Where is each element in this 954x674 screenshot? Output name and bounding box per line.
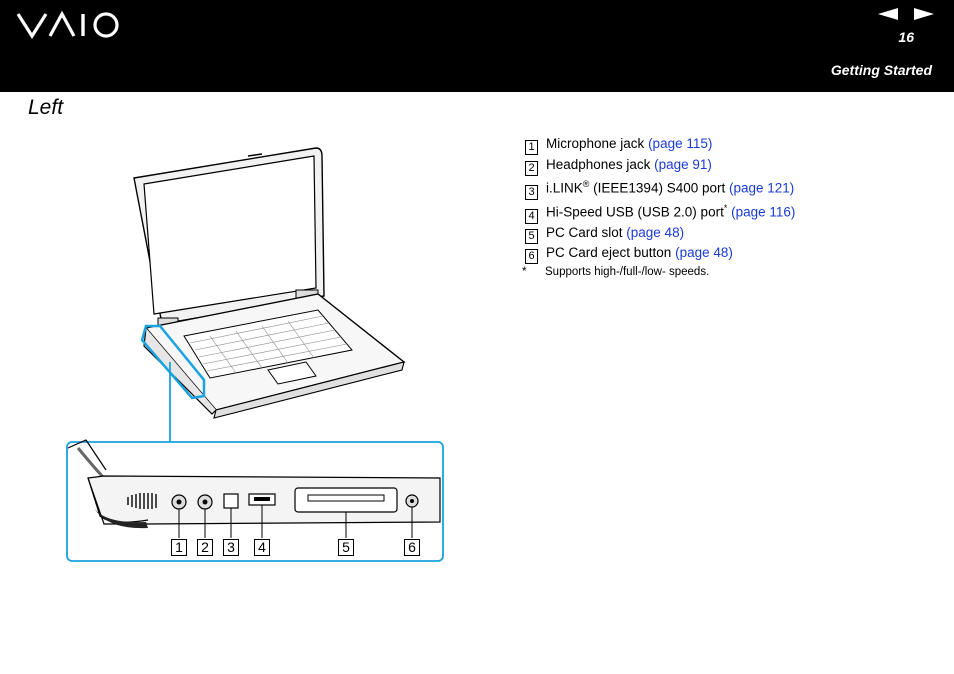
footnote-mark: * <box>723 203 728 213</box>
page-link[interactable]: (page 48) <box>675 245 733 260</box>
footnote-text: Supports high-/full-/low- speeds. <box>545 266 710 278</box>
list-item: 1 Microphone jack (page 115) <box>525 136 712 155</box>
callout-4: 4 <box>254 539 270 556</box>
callout-1: 1 <box>171 539 187 556</box>
vaio-logo <box>16 10 119 39</box>
list-item: 6 PC Card eject button (page 48) <box>525 245 733 264</box>
item-label: Headphones jack <box>546 157 655 172</box>
item-number: 1 <box>525 140 538 155</box>
registered-mark: ® <box>582 179 590 189</box>
footnote: * Supports high-/full-/low- speeds. <box>522 266 709 278</box>
item-label: PC Card slot <box>546 225 627 240</box>
item-number: 6 <box>525 249 538 264</box>
page-number: 16 <box>898 29 914 45</box>
item-label: PC Card eject button <box>546 245 676 260</box>
header-bar: 16 Getting Started <box>0 0 954 92</box>
footnote-star: * <box>522 266 527 278</box>
laptop-illustration <box>66 147 444 562</box>
section-title: Getting Started <box>830 62 932 78</box>
list-item: 4 Hi-Speed USB (USB 2.0) port* (page 116) <box>525 203 795 224</box>
page-link[interactable]: (page 121) <box>729 180 795 196</box>
callout-3: 3 <box>223 539 239 556</box>
item-label-cont: (IEEE1394) S400 port <box>589 180 729 196</box>
item-number: 5 <box>525 229 538 244</box>
item-label: Hi-Speed USB (USB 2.0) port <box>546 204 724 220</box>
item-label: i.LINK <box>546 180 583 196</box>
item-number: 2 <box>525 161 538 176</box>
triangle-left-icon[interactable] <box>878 8 898 20</box>
page-link[interactable]: (page 48) <box>626 225 685 240</box>
item-label: Microphone jack <box>546 136 649 151</box>
triangle-right-icon[interactable] <box>914 8 934 20</box>
list-item: 3 i.LINK® (IEEE1394) S400 port (page 121) <box>525 179 794 200</box>
callout-2: 2 <box>197 539 213 556</box>
item-number: 4 <box>525 208 538 224</box>
list-item: 5 PC Card slot (page 48) <box>525 225 684 244</box>
list-item: 2 Headphones jack (page 91) <box>525 157 712 176</box>
page-title: Left <box>28 96 64 119</box>
callout-6: 6 <box>404 539 420 556</box>
page-link[interactable]: (page 115) <box>648 136 713 151</box>
item-number: 3 <box>525 184 538 200</box>
callout-5: 5 <box>338 539 354 556</box>
page-link[interactable]: (page 116) <box>731 204 796 220</box>
page-link[interactable]: (page 91) <box>654 157 712 172</box>
